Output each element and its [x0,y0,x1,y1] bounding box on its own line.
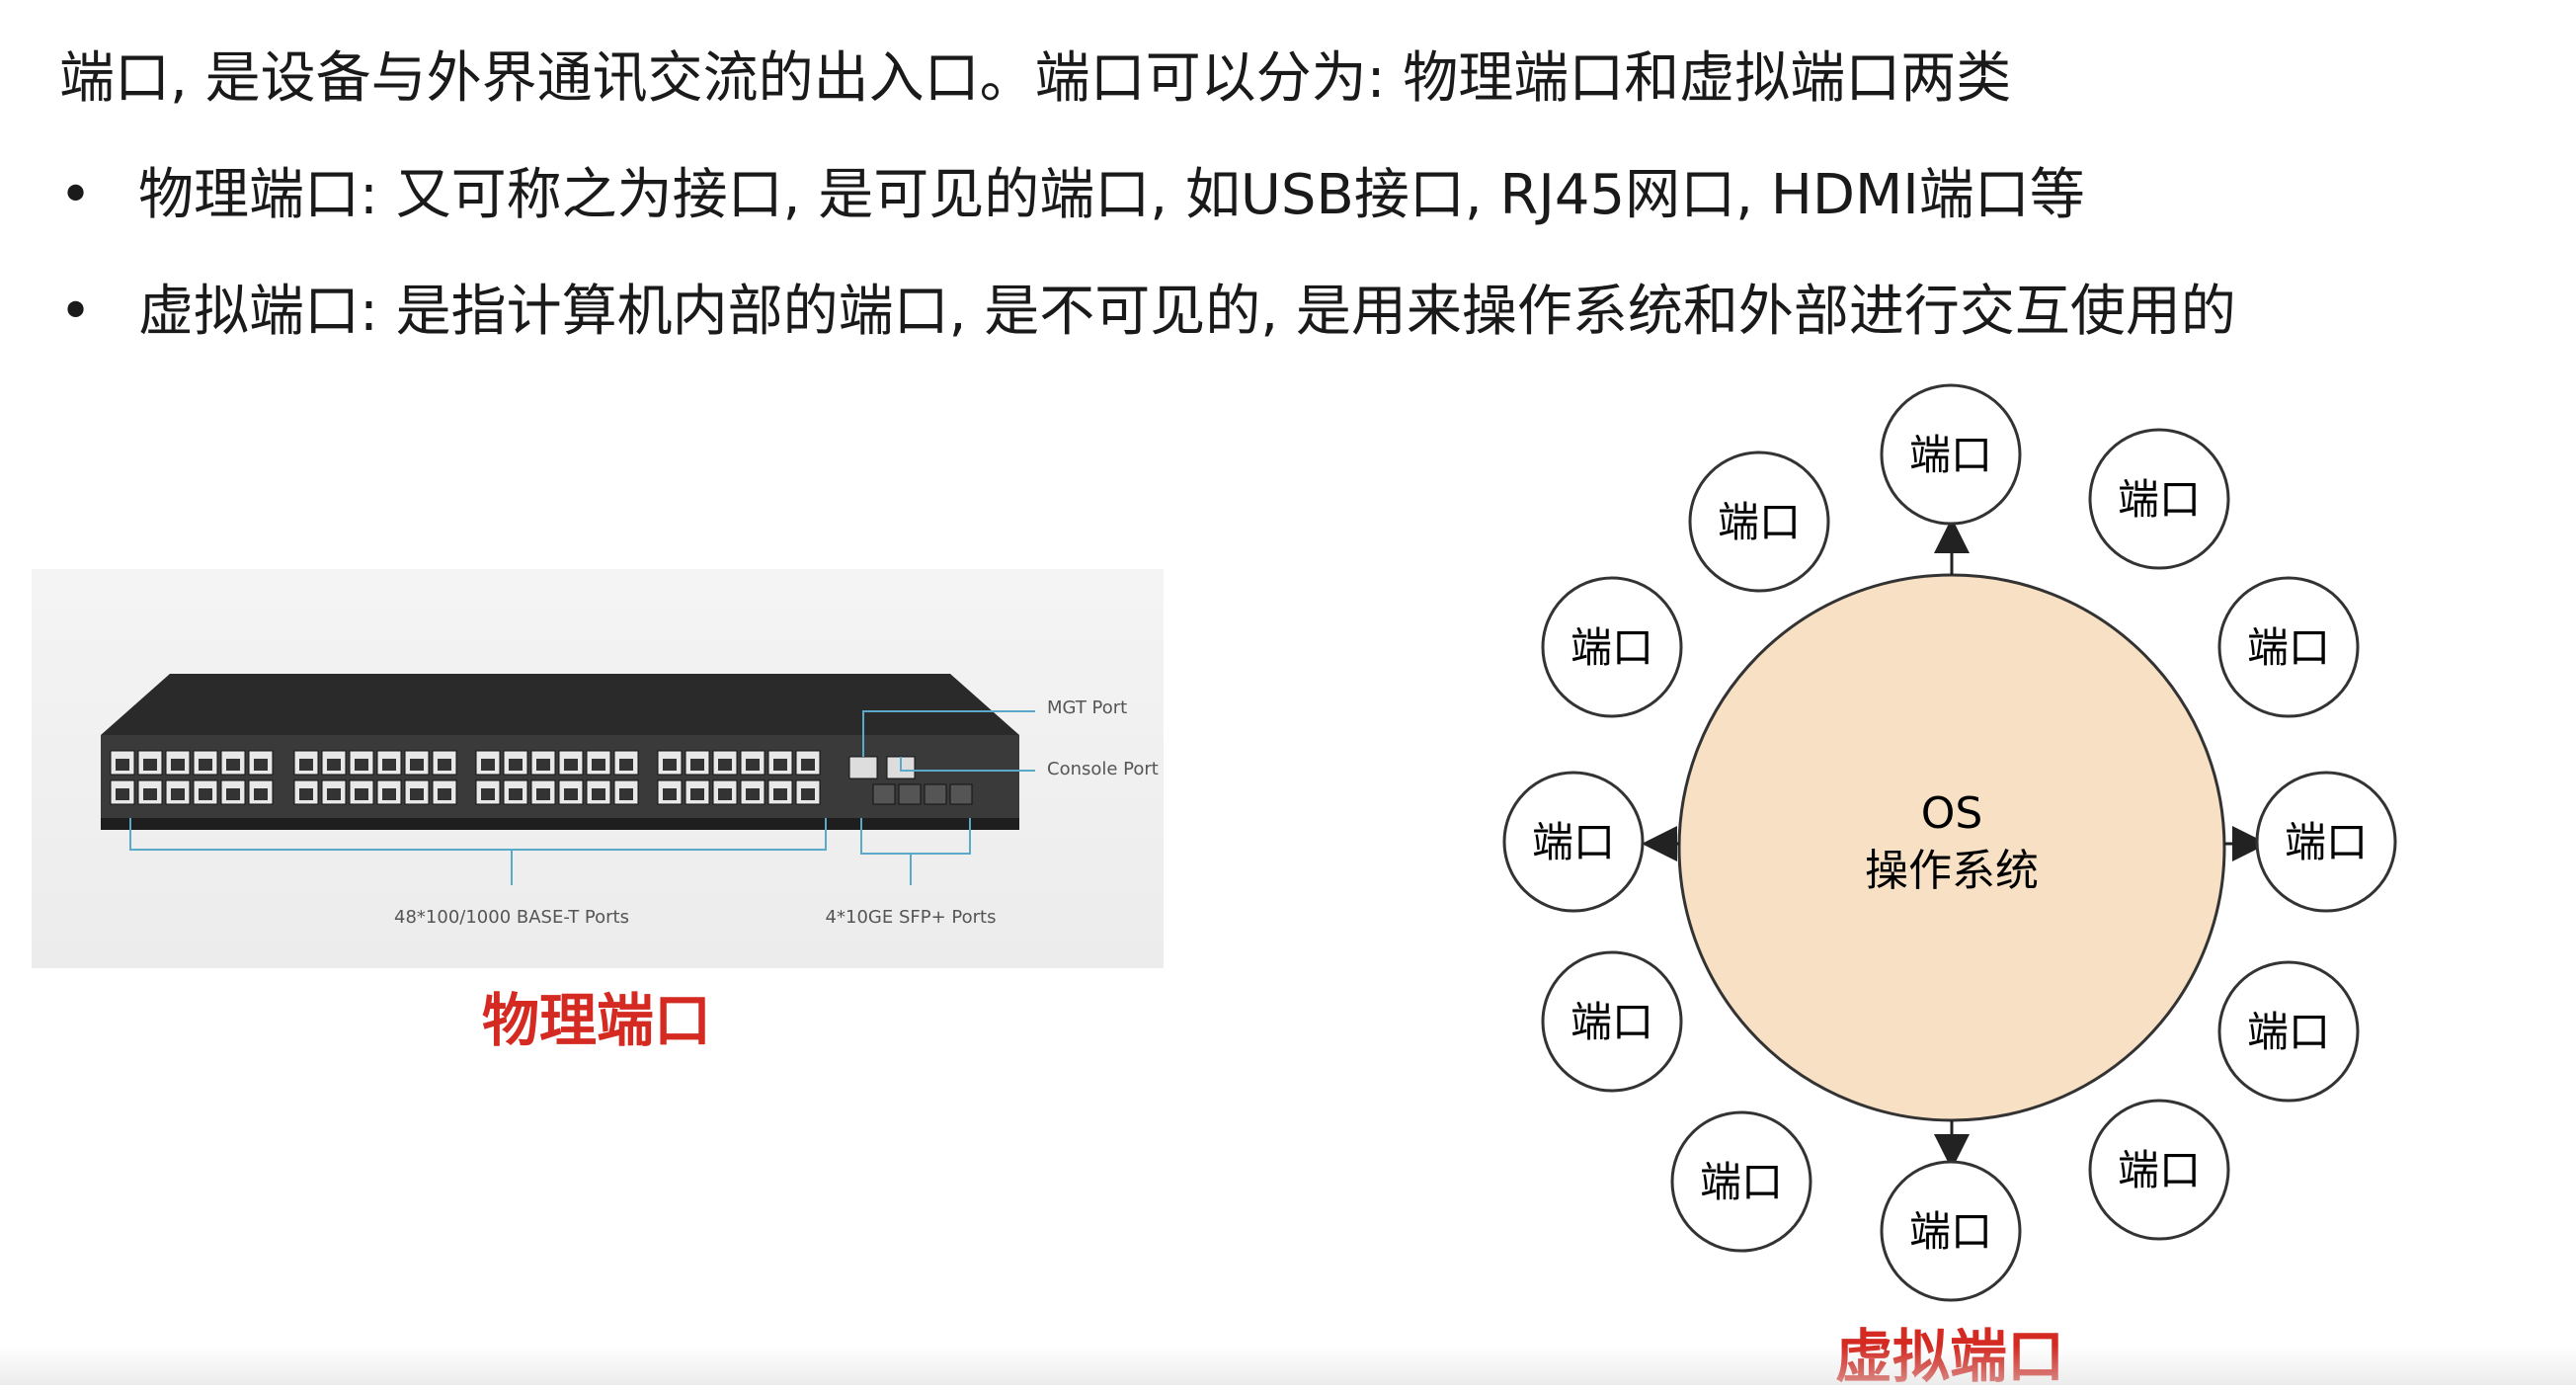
port-node-circle [1670,1110,1812,1253]
port-node-circle [2217,576,2360,718]
bullet-physical: • 物理端口: 又可称之为接口, 是可见的端口, 如USB接口, RJ45网口, … [59,156,2085,235]
mgt-port-label: MGT Port [1047,697,1127,718]
port-node-label: 端口 [1909,1207,1992,1256]
port-node: 端口 [1880,383,2022,526]
sfp-port [949,783,973,805]
rj45-port-group [110,750,821,805]
port-node-label: 端口 [1532,818,1615,866]
port-node-circle [2088,1099,2230,1241]
port-node-label: 端口 [1909,431,1992,479]
port-node-label: 端口 [1718,498,1801,546]
sfp-port [872,783,896,805]
port-node: 端口 [1880,1160,2022,1302]
port-node-circle [1541,576,1683,718]
port-node: 端口 [1541,950,1683,1093]
port-node-label: 端口 [2247,623,2330,672]
console-port-label: Console Port [1047,759,1159,779]
bullet-marker: • [59,163,93,227]
port-node-circle [2255,771,2397,913]
port-node: 端口 [2217,576,2360,718]
sfp-port [898,783,922,805]
port-node-circle [1880,1160,2022,1302]
port-node: 端口 [2088,1099,2230,1241]
port-node-circle [1880,383,2022,526]
sfp-label: 4*10GE SFP+ Ports [826,907,997,928]
port-node-label: 端口 [2247,1008,2330,1056]
port-node: 端口 [2088,428,2230,570]
switch-photo: MGT Port Console Port 48*100/1000 BASE-T… [32,569,1164,968]
port-node-circle [1541,950,1683,1093]
port-node-label: 端口 [1570,998,1653,1046]
port-node-label: 端口 [2118,475,2201,524]
port-node: 端口 [1502,771,1645,913]
port-node-label: 端口 [2118,1146,2201,1194]
bullet-text: 物理端口: 又可称之为接口, 是可见的端口, 如USB接口, RJ45网口, H… [138,163,2085,227]
sfp-port [924,783,947,805]
port-node-circle [1688,451,1830,593]
port-node-label: 端口 [1570,623,1653,672]
switch-top [101,674,1019,735]
bullet-text: 虚拟端口: 是指计算机内部的端口, 是不可见的, 是用来操作系统和外部进行交互使… [138,280,2236,344]
port-node: 端口 [2255,771,2397,913]
os-label: OS [1921,788,1983,839]
os-label-cn: 操作系统 [1865,846,2039,896]
switch-illustration: MGT Port Console Port 48*100/1000 BASE-T… [101,674,1159,928]
physical-port-caption: 物理端口 [482,987,712,1054]
port-node-label: 端口 [1700,1158,1783,1206]
port-node: 端口 [2217,960,2360,1103]
bullet-marker: • [59,280,93,344]
sfp-port-group [872,783,973,805]
port-node: 端口 [1541,576,1683,718]
port-node: 端口 [1688,451,1830,593]
intro-text: 端口, 是设备与外界通讯交流的出入口。端口可以分为: 物理端口和虚拟端口两类 [59,46,2012,111]
bullet-virtual: • 虚拟端口: 是指计算机内部的端口, 是不可见的, 是用来操作系统和外部进行交互… [59,273,2236,352]
port-node-circle [2217,960,2360,1103]
port-node-circle [2088,428,2230,570]
port-node: 端口 [1670,1110,1812,1253]
port-node-label: 端口 [2285,818,2368,866]
base-t-label: 48*100/1000 BASE-T Ports [394,907,629,928]
port-node-circle [1502,771,1645,913]
bottom-shadow [0,1346,2576,1385]
